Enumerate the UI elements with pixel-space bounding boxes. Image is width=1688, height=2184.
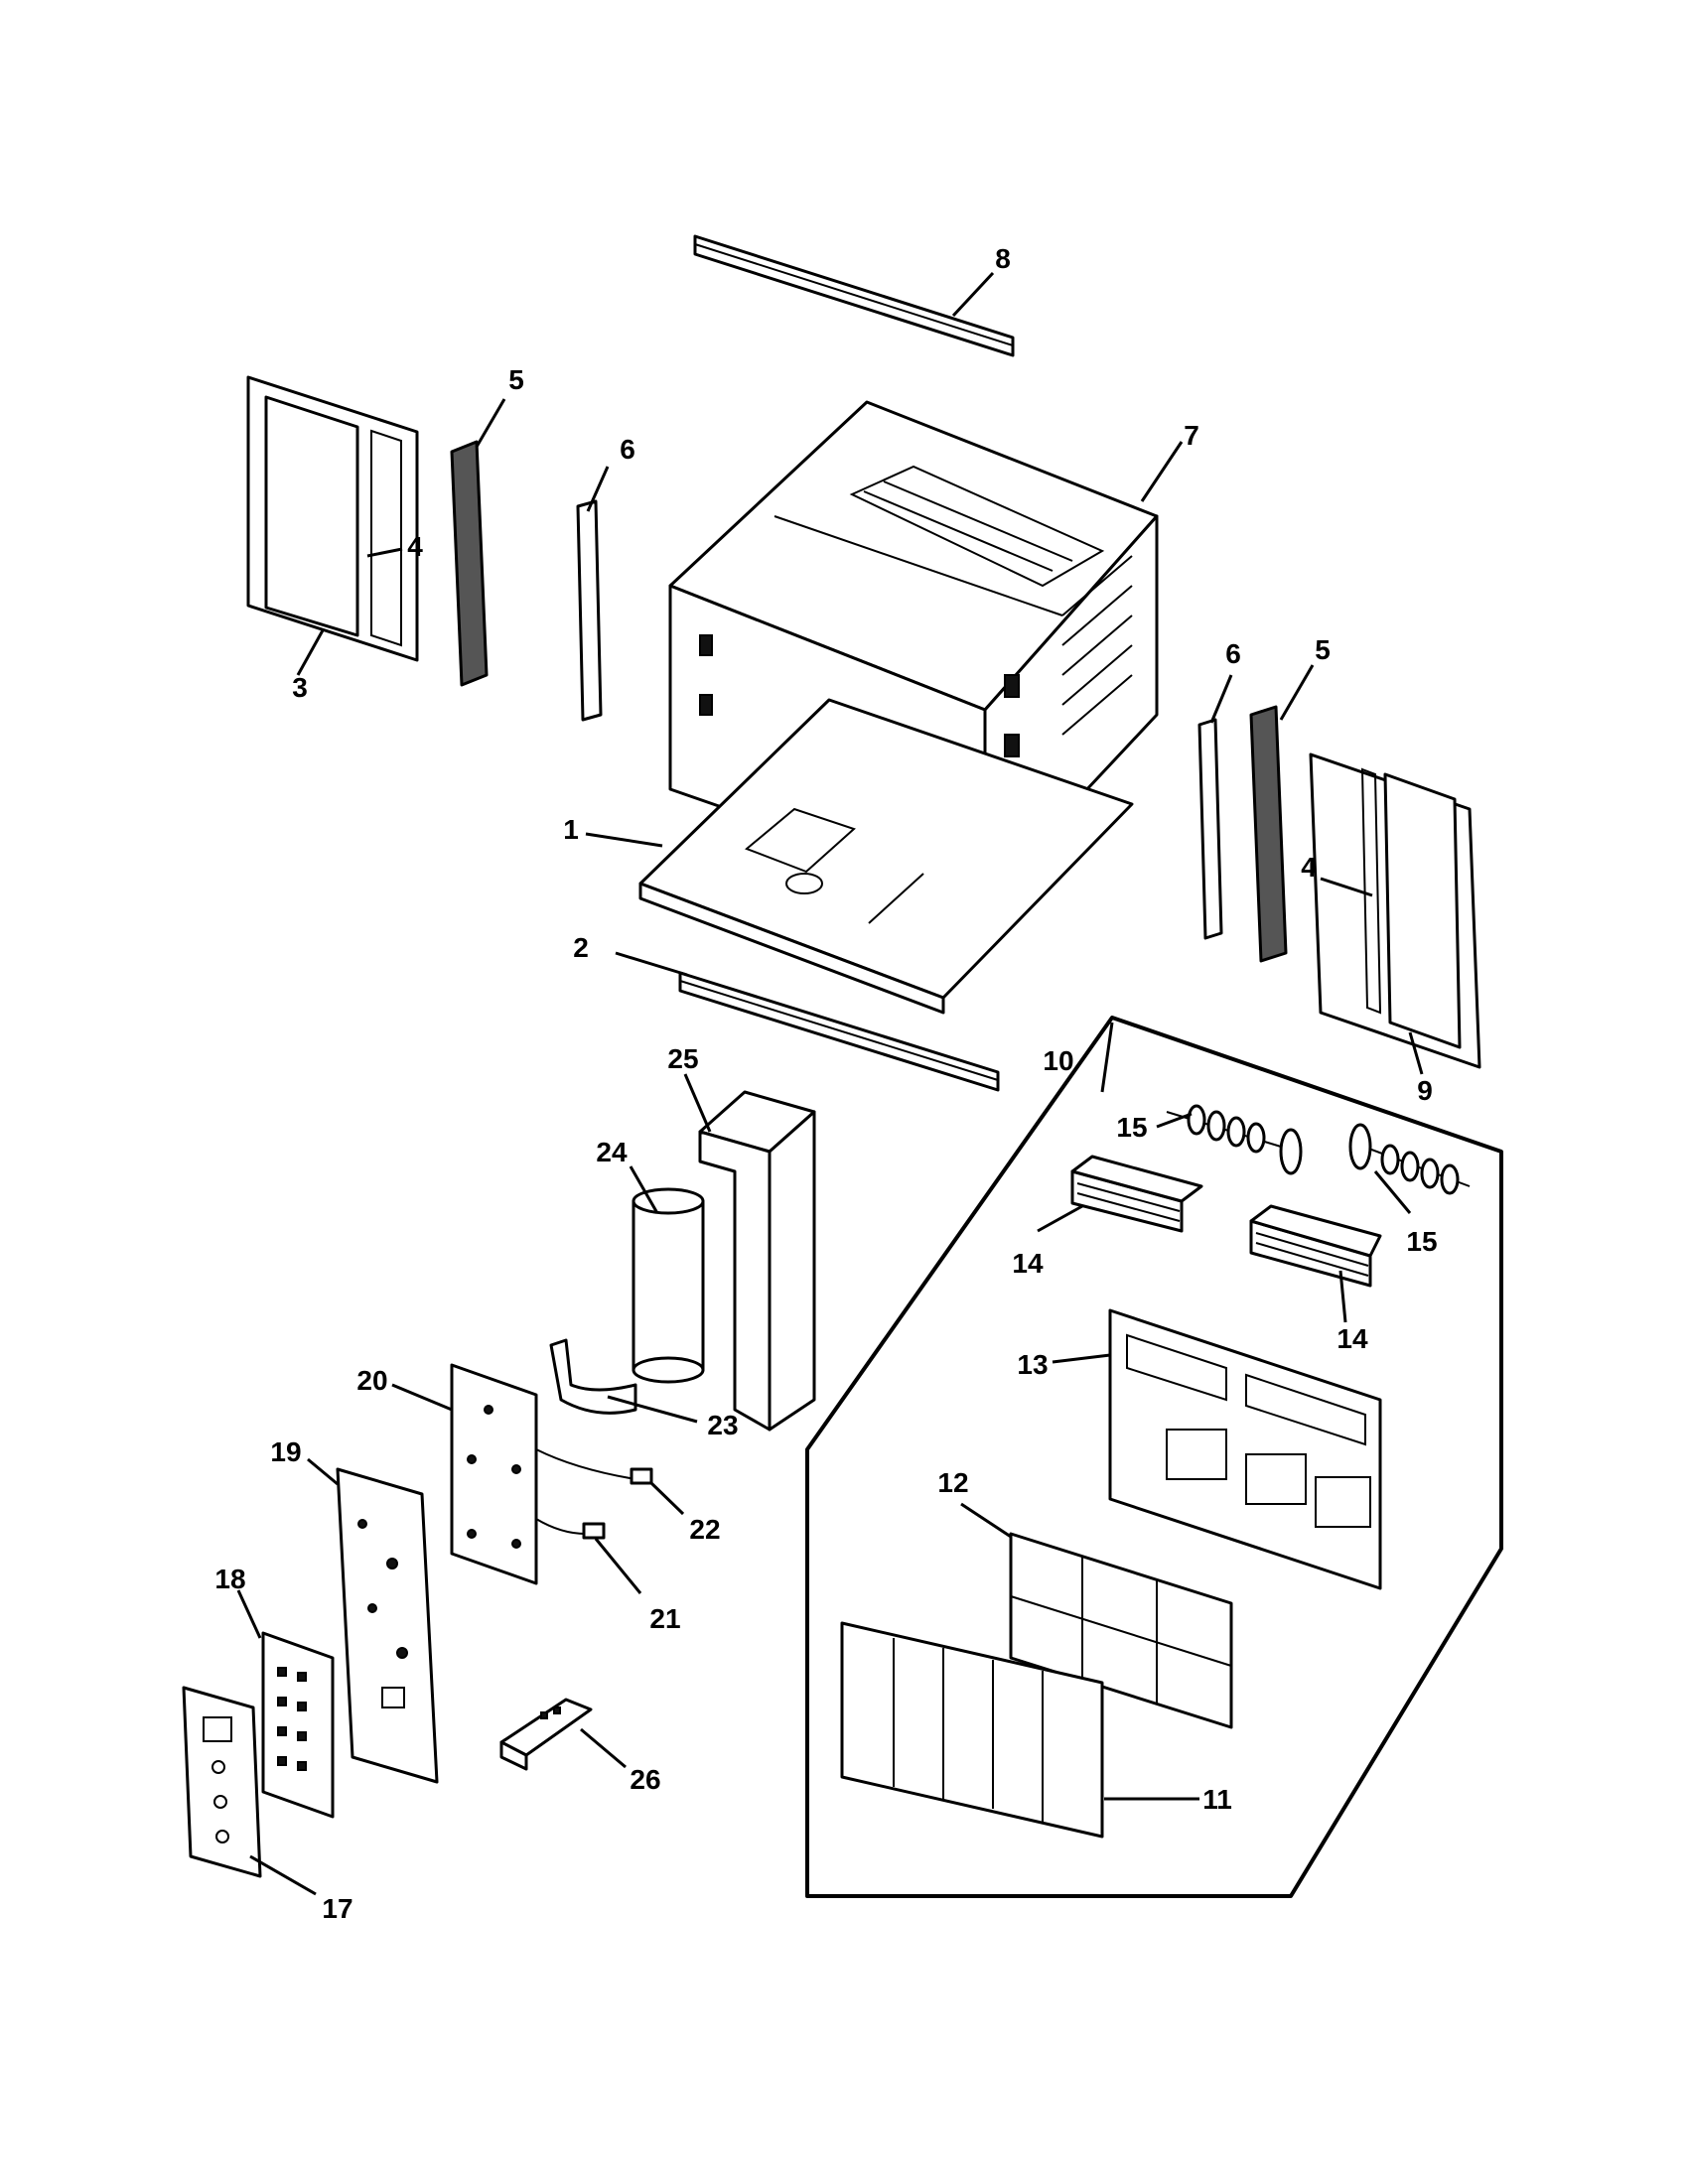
part-control-box: [698, 1090, 816, 1432]
part-wire-harness-lower: [535, 1518, 606, 1540]
callout-21: 21: [649, 1603, 680, 1634]
part-louver-shaft-left: [1166, 1104, 1303, 1175]
callout-7: 7: [1184, 420, 1199, 451]
part-front-grille: [840, 1621, 1104, 1839]
callout-15-left: 15: [1116, 1112, 1147, 1143]
leader-lines: [236, 271, 1424, 1896]
callout-17: 17: [322, 1893, 352, 1924]
callout-6-left: 6: [620, 434, 635, 465]
part-bottom-rail: [678, 971, 1000, 1092]
callout-19: 19: [270, 1436, 301, 1467]
callout-14-left: 14: [1012, 1248, 1044, 1279]
callout-18: 18: [214, 1564, 245, 1594]
callout-8: 8: [995, 243, 1011, 274]
part-remote-control: [499, 1698, 593, 1771]
part-gasket-strip-left: [576, 499, 603, 722]
cabinet-side-louvers: [1061, 555, 1133, 736]
part-front-panel-assembly-outline: [805, 1016, 1503, 1898]
callout-23: 23: [707, 1410, 738, 1440]
callout-24: 24: [596, 1137, 628, 1167]
callout-12: 12: [937, 1467, 968, 1498]
part-control-board-cover: [450, 1363, 538, 1585]
callout-22: 22: [689, 1514, 720, 1545]
part-keypad-board: [261, 1631, 335, 1819]
callout-9: 9: [1417, 1075, 1433, 1106]
callout-13: 13: [1017, 1349, 1048, 1380]
callout-1: 1: [563, 814, 579, 845]
callout-3: 3: [292, 672, 308, 703]
part-base-pan: [638, 698, 1134, 1015]
part-air-filter: [1009, 1532, 1233, 1729]
callout-14-right: 14: [1336, 1323, 1368, 1354]
callout-5-right: 5: [1315, 634, 1331, 665]
part-louver-shaft-right: [1348, 1123, 1471, 1195]
callout-25: 25: [667, 1043, 698, 1074]
callout-4-left: 4: [407, 531, 423, 562]
callout-11: 11: [1202, 1784, 1232, 1815]
callout-2: 2: [573, 932, 589, 963]
callout-6-right: 6: [1225, 638, 1241, 669]
callout-5-left: 5: [508, 364, 524, 395]
callout-labels: 1 2 3 4 4 5 5 6 6 7 8 9 10 11 12 13 14 1…: [214, 243, 1437, 1924]
part-top-rail: [693, 234, 1015, 357]
part-capacitor: [632, 1187, 705, 1384]
part-louver-block-right: [1249, 1204, 1382, 1288]
callout-15-right: 15: [1406, 1226, 1437, 1257]
part-wire-harness-upper: [535, 1448, 653, 1485]
part-side-curtain-right: [1309, 752, 1481, 1069]
part-louver-block-left: [1070, 1155, 1203, 1233]
part-foam-seal-left: [450, 440, 489, 687]
part-foam-seal-right: [1249, 705, 1288, 963]
part-main-pcb: [336, 1467, 439, 1784]
callout-10: 10: [1043, 1045, 1073, 1076]
part-capacitor-strap: [549, 1338, 637, 1415]
part-front-grille-frame: [1108, 1308, 1382, 1590]
part-control-panel-bezel: [182, 1686, 262, 1878]
callout-4-right: 4: [1301, 852, 1317, 883]
callout-20: 20: [356, 1365, 387, 1396]
part-gasket-strip-right: [1197, 718, 1223, 940]
callout-26: 26: [630, 1764, 660, 1795]
part-side-curtain-left: [246, 375, 419, 662]
